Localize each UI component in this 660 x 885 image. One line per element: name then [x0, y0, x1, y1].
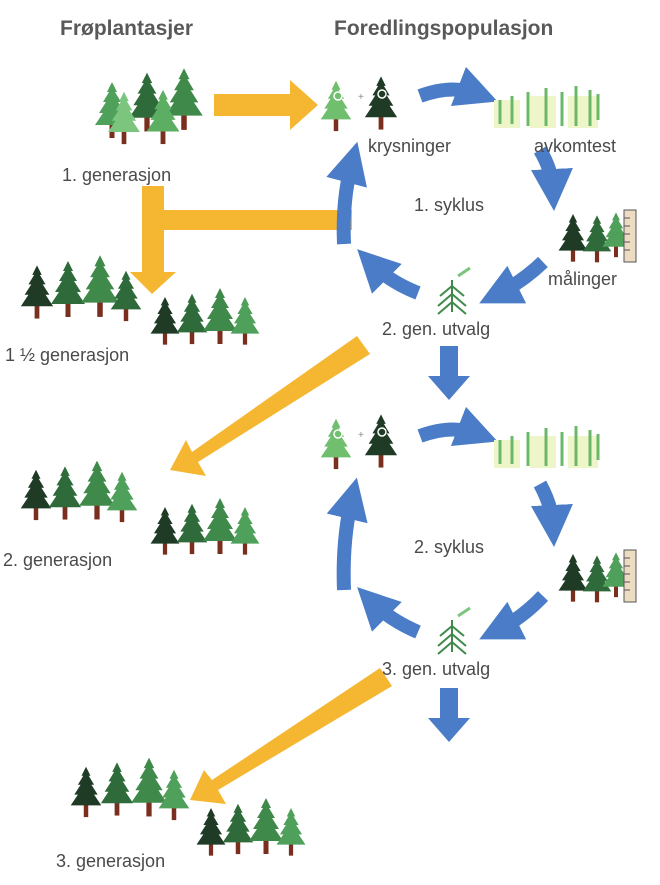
label-crossings: krysninger: [368, 136, 452, 156]
label-selection2: 2. gen. utvalg: [382, 319, 491, 339]
tree-group-icon: [95, 68, 203, 145]
selected-tree-icon: [437, 606, 471, 655]
tree-group-icon: [20, 255, 142, 322]
seedlings-icon: [494, 426, 600, 468]
arrow-down-cycle2-next: [428, 688, 470, 742]
down-arrows: [428, 346, 470, 742]
selected-tree-icon: [437, 266, 471, 315]
crossing-trees-icon: +: [320, 414, 398, 470]
arrow-down-cycle1-to-cycle2: [428, 346, 470, 400]
label-progeny-test: avkomtest: [534, 136, 617, 156]
svg-text:+: +: [358, 430, 364, 441]
label-gen3: 3. generasjon: [56, 851, 166, 871]
header-seed-orchards: Frøplantasjer: [60, 17, 194, 40]
arrow-measurements-to-selection: [479, 256, 548, 304]
tree-group-icon: [20, 460, 138, 523]
label-gen2: 2. generasjon: [3, 550, 113, 570]
arrow-selection-to-back-2: [357, 587, 421, 639]
crossing-trees-icon: +: [320, 76, 398, 132]
blue-arrows: [326, 66, 573, 640]
label-measurements: målinger: [548, 269, 618, 289]
orange-arrows: [130, 80, 392, 804]
label-gen1: 1. generasjon: [62, 165, 172, 185]
label-gen1-5: 1 ½ generasjon: [5, 345, 130, 365]
label-cycle2: 2. syklus: [414, 537, 485, 557]
seedlings-icon: [494, 86, 600, 128]
label-cycle1: 1. syklus: [414, 195, 485, 215]
svg-text:+: +: [358, 92, 364, 103]
ruler-icon: [623, 209, 637, 263]
tree-group-icon: [150, 288, 260, 345]
arrow-selection3-to-gen3: [190, 668, 392, 804]
arrow-measurements-to-selection-2: [479, 591, 549, 640]
header-breeding-population: Foredlingspopulasjon: [334, 17, 554, 40]
arrow-crossings-to-test-2: [417, 406, 498, 447]
arrow-test-to-measurements-2: [530, 480, 573, 547]
arrow-selection2-to-gen2: [170, 336, 370, 476]
tree-group-icon: [150, 498, 260, 555]
label-selection3: 3. gen. utvalg: [382, 659, 491, 679]
ruler-icon: [623, 549, 637, 603]
tree-group-icon: [196, 798, 306, 856]
arrow-crossings-to-test: [417, 66, 498, 107]
arrow-cycle1-to-gen1-5: [130, 186, 352, 294]
measured-trees-icon: [558, 209, 637, 263]
arrow-up-to-crossings-2: [326, 477, 368, 591]
arrow-up-to-crossings: [326, 141, 367, 245]
arrow-test-to-measurements: [530, 146, 573, 211]
tree-group-icon: [70, 757, 190, 821]
arrow-seed-to-breeding: [214, 80, 318, 130]
arrow-selection-to-back: [357, 249, 421, 300]
measured-trees-icon: [558, 549, 637, 603]
